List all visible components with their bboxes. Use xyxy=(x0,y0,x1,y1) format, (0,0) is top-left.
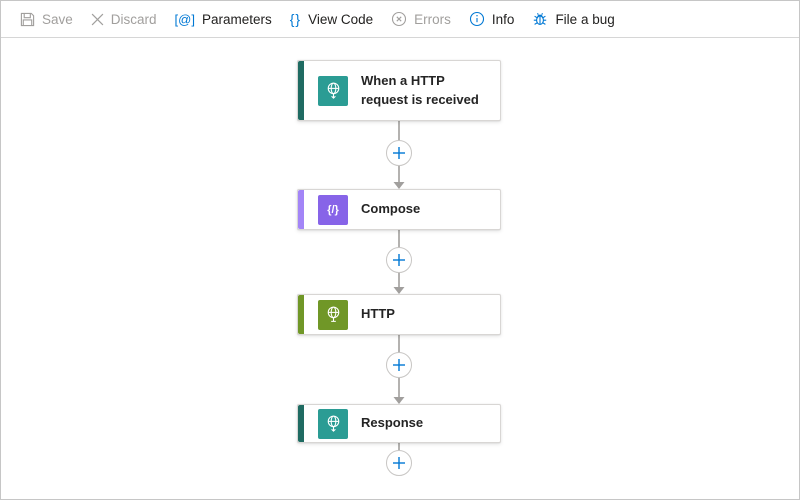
node-title: Compose xyxy=(361,201,421,217)
discard-icon xyxy=(91,13,104,26)
node-title: HTTP xyxy=(361,306,395,322)
node-title: When a HTTP request is received xyxy=(361,72,479,107)
discard-label: Discard xyxy=(110,11,157,27)
node-accent-bar xyxy=(298,405,304,442)
errors-button[interactable]: Errors xyxy=(382,5,460,33)
discard-button[interactable]: Discard xyxy=(82,6,166,33)
save-label: Save xyxy=(42,11,73,27)
info-label: Info xyxy=(491,11,515,27)
node-title: Response xyxy=(361,415,424,431)
parameters-icon: [@] xyxy=(174,11,195,27)
parameters-button[interactable]: [@] Parameters xyxy=(166,6,281,33)
node-when-a-http-request-is-received[interactable]: When a HTTP request is received xyxy=(297,60,501,121)
parameters-label: Parameters xyxy=(201,11,272,27)
errors-icon xyxy=(391,11,407,27)
bug-icon xyxy=(532,11,548,27)
insert-step-button-1[interactable] xyxy=(386,140,412,166)
node-accent-bar xyxy=(298,190,304,229)
node-http[interactable]: HTTP xyxy=(297,294,501,335)
compose-icon: {/} xyxy=(318,194,348,225)
node-response[interactable]: Response xyxy=(297,404,501,443)
insert-step-button-3[interactable] xyxy=(386,352,412,378)
http-icon xyxy=(318,299,348,330)
view-code-button[interactable]: {} View Code xyxy=(281,5,382,33)
insert-step-button-2[interactable] xyxy=(386,247,412,273)
view-code-label: View Code xyxy=(308,11,374,27)
insert-step-button-4[interactable] xyxy=(386,450,412,476)
view-code-icon: {} xyxy=(289,11,302,27)
info-button[interactable]: Info xyxy=(460,5,524,33)
http-request-trigger-icon xyxy=(318,75,348,106)
node-compose[interactable]: {/} Compose xyxy=(297,189,501,230)
file-a-bug-label: File a bug xyxy=(555,11,615,27)
response-icon xyxy=(318,408,348,439)
file-a-bug-button[interactable]: File a bug xyxy=(523,5,623,33)
info-icon xyxy=(469,11,485,27)
designer-canvas[interactable]: When a HTTP request is received {/} Comp… xyxy=(1,38,799,499)
node-accent-bar xyxy=(298,295,304,334)
save-button[interactable]: Save xyxy=(11,6,82,33)
node-accent-bar xyxy=(298,61,304,120)
errors-label: Errors xyxy=(414,11,451,27)
save-icon xyxy=(20,12,35,27)
designer-toolbar: Save Discard [@] Parameters {} View Code xyxy=(1,1,799,38)
